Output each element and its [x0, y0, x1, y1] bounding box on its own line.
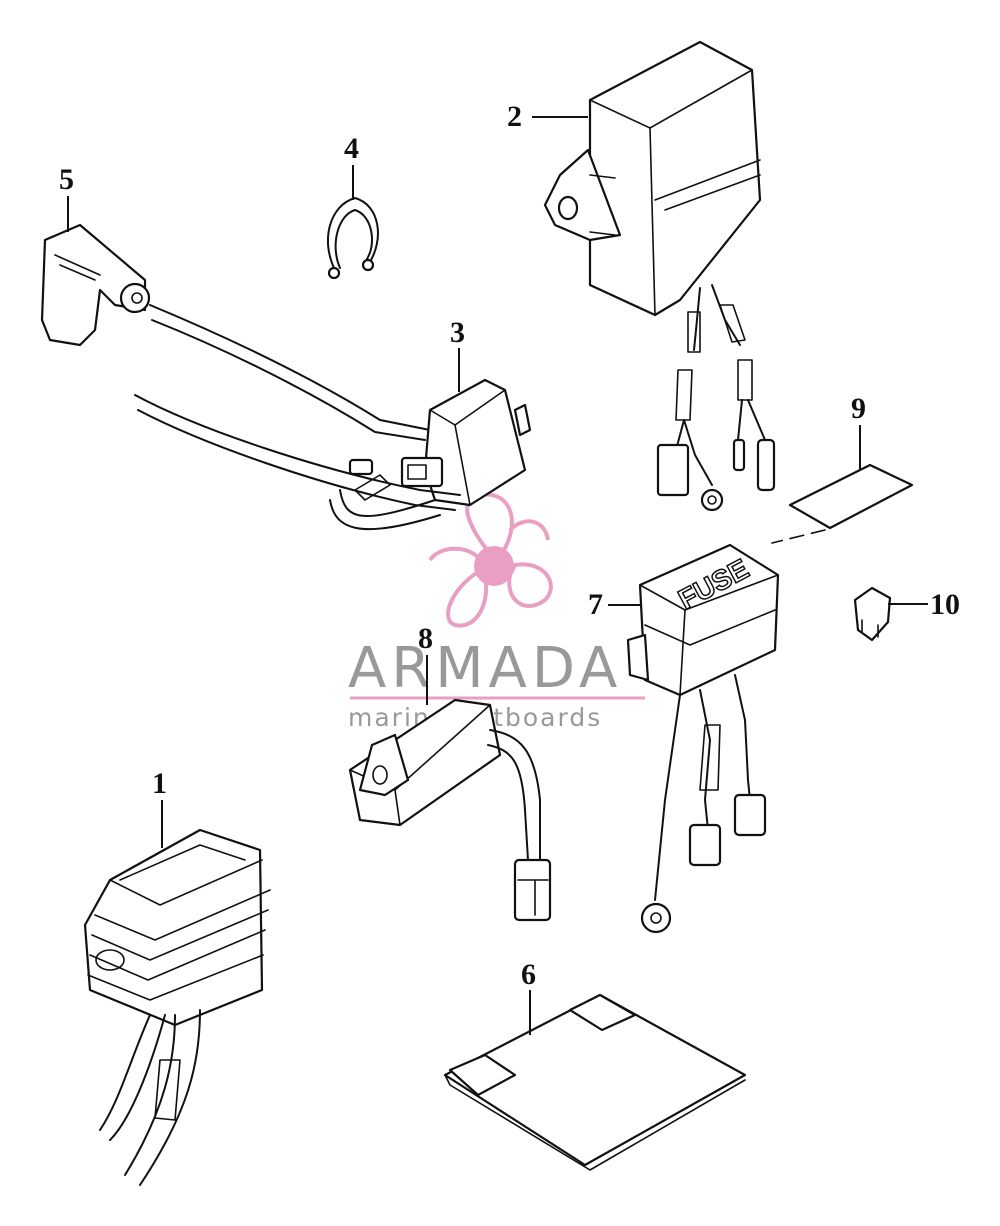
callout-number-3: 3: [450, 316, 465, 349]
part-10-fuse: [853, 586, 892, 642]
callout-number-5: 5: [59, 163, 74, 196]
part-1-rectifier: [83, 828, 271, 1186]
callout-8: 8: [418, 622, 433, 705]
callout-number-2: 2: [507, 100, 522, 133]
callout-4: 4: [344, 132, 359, 200]
part-5-spark-plug-cap: [40, 223, 431, 441]
watermark-brand: ARMADA: [348, 636, 622, 701]
callout-number-10: 10: [930, 588, 960, 621]
callout-number-1: 1: [152, 767, 167, 800]
part-8-module: [348, 698, 552, 922]
propeller-logo-icon: [428, 492, 553, 628]
part-6-pad: [443, 993, 747, 1171]
callout-6: 6: [521, 958, 536, 1035]
callout-1: 1: [152, 767, 167, 848]
callout-number-7: 7: [588, 588, 603, 621]
callout-7: 7: [588, 588, 642, 621]
callout-3: 3: [450, 316, 465, 392]
callout-5: 5: [59, 163, 74, 232]
callout-9: 9: [851, 392, 866, 470]
callout-number-9: 9: [851, 392, 866, 425]
callout-number-4: 4: [344, 132, 359, 165]
callout-10: 10: [888, 588, 960, 621]
part-9-label: [771, 463, 914, 544]
part-3-ignition-coil: [134, 378, 532, 531]
callout-number-6: 6: [521, 958, 536, 991]
part-7-fuse-holder: FUSE: [626, 543, 780, 934]
callout-2: 2: [507, 100, 588, 133]
callout-number-8: 8: [418, 622, 433, 655]
part-2-cdi-unit: [543, 40, 776, 512]
part-4-clip: [326, 196, 379, 280]
